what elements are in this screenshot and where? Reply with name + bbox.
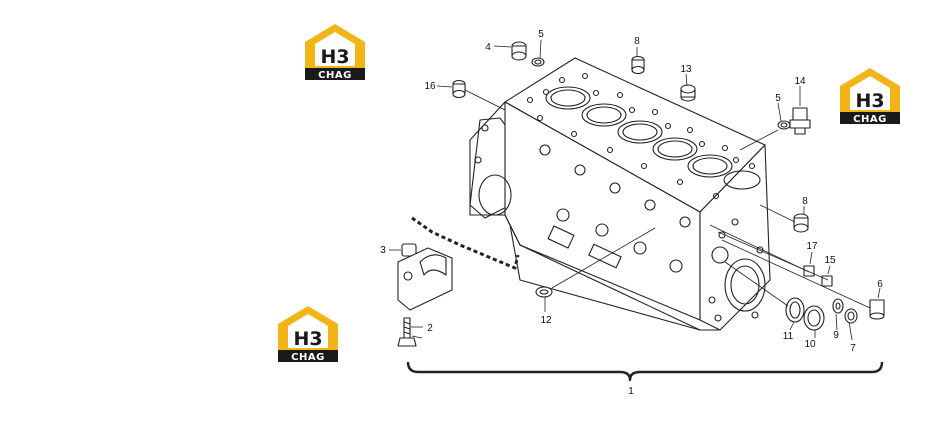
brand-name: CHAG — [318, 70, 352, 80]
callout-8-top: 8 — [634, 36, 640, 47]
leader-lines — [389, 39, 881, 341]
brand-mark: H3 — [855, 90, 884, 112]
callout-14: 14 — [794, 76, 806, 87]
callout-10: 10 — [804, 339, 816, 350]
plug-8-right — [793, 213, 809, 233]
brand-mark: H3 — [320, 46, 349, 68]
callout-9: 9 — [833, 330, 839, 341]
callout-1: 1 — [628, 386, 634, 397]
cylinder-block — [469, 57, 771, 331]
callout-3: 3 — [380, 245, 386, 256]
callout-12: 12 — [540, 315, 552, 326]
cap-13 — [680, 84, 696, 102]
callout-15: 15 — [824, 255, 836, 266]
plug-4 — [511, 41, 527, 61]
callout-13: 13 — [680, 64, 692, 75]
dashed-leader — [411, 216, 520, 270]
washer-5-top — [531, 57, 545, 67]
plug-15 — [821, 275, 833, 287]
assembly-brace — [406, 361, 884, 382]
plug-16 — [452, 79, 466, 99]
deck-bolt-holes — [526, 72, 756, 200]
bearing-cap-bolt — [397, 317, 417, 347]
plug-6 — [869, 299, 885, 320]
callout-2: 2 — [427, 323, 433, 334]
brand-name: CHAG — [291, 352, 325, 362]
plug-12 — [535, 286, 553, 298]
callout-6: 6 — [877, 279, 883, 290]
brand-logo-graphic: H3 CHAG — [840, 68, 900, 124]
brand-logo-bottom-left: H3 CHAG — [276, 304, 340, 362]
callout-4: 4 — [485, 42, 491, 53]
callout-5-top: 5 — [538, 29, 544, 40]
callout-labels: 1 2 3 4 5 5 6 7 8 8 9 10 11 12 13 14 15 … — [380, 29, 883, 397]
callout-17: 17 — [806, 241, 818, 252]
brand-logo-graphic: H3 CHAG — [305, 24, 365, 80]
plug-7 — [844, 308, 858, 324]
callout-8-right: 8 — [802, 196, 808, 207]
brand-name: CHAG — [853, 114, 887, 124]
brand-logo-graphic: H3 CHAG — [278, 306, 338, 362]
plug-17 — [803, 265, 815, 277]
callout-11: 11 — [783, 331, 794, 342]
rear-face-details — [708, 218, 766, 322]
washer-9 — [832, 298, 844, 314]
washer-5-right — [777, 120, 791, 130]
bearing-cap — [397, 243, 453, 311]
side-bosses — [539, 144, 691, 273]
callout-5-right: 5 — [775, 93, 781, 104]
brand-logo-top-left: H3 CHAG — [303, 22, 367, 80]
sensor-14 — [789, 107, 811, 135]
callout-7: 7 — [850, 343, 856, 354]
plug-8-top — [631, 55, 645, 75]
brand-mark: H3 — [293, 328, 322, 350]
bushing-11 — [785, 297, 805, 323]
callout-16: 16 — [424, 81, 436, 92]
seal-10 — [803, 305, 825, 331]
brand-logo-right: H3 CHAG — [838, 66, 902, 124]
cylinder-bores — [545, 86, 761, 190]
